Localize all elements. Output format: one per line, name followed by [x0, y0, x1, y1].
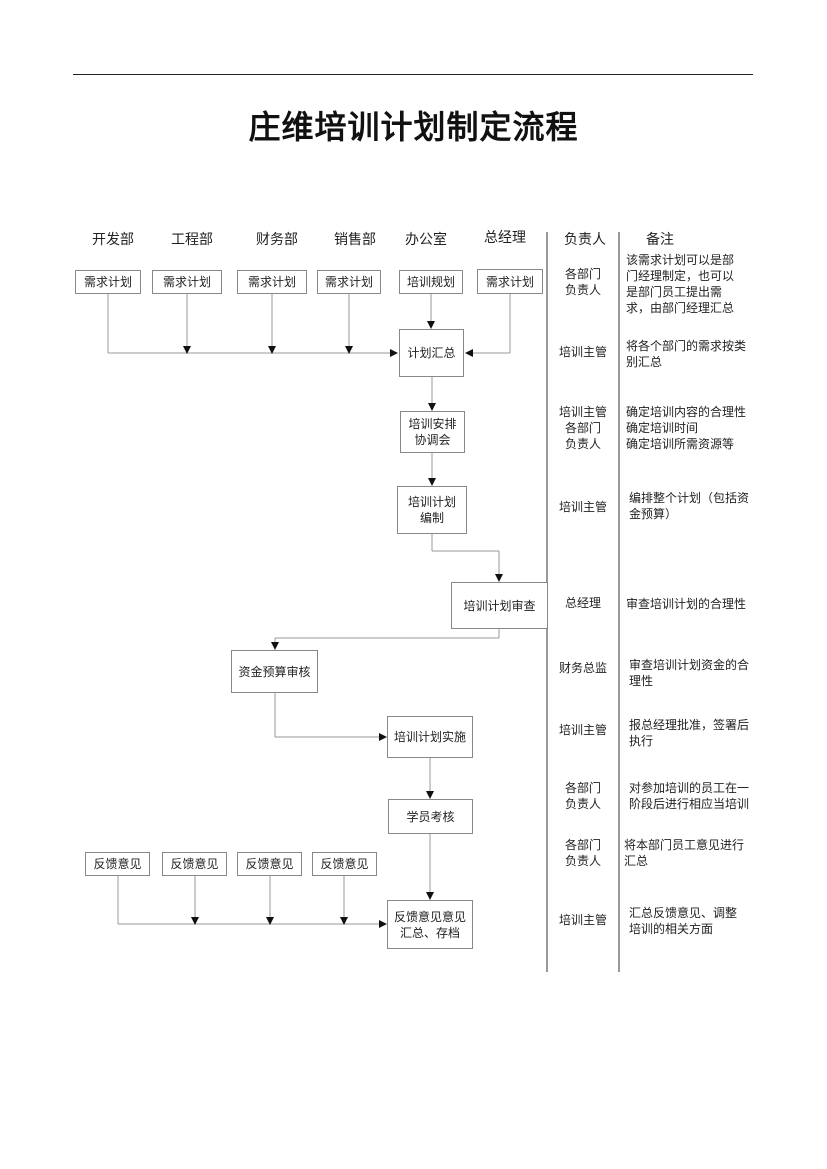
resp-row-10: 培训主管 [558, 913, 607, 927]
header-dept-sales: 销售部 [334, 232, 376, 248]
top-rule [73, 74, 753, 75]
box-plan-compile: 培训计划 编制 [397, 486, 467, 534]
header-dept-eng: 工程部 [171, 232, 213, 248]
resp-row-1: 各部门 负责人 [564, 267, 601, 297]
box-budget-review: 资金预算审核 [231, 650, 318, 693]
note-row-9: 将本部门员工意见进行 汇总 [624, 838, 745, 868]
resp-row-3: 培训主管 各部门 负责人 [558, 405, 607, 451]
resp-row-8: 各部门 负责人 [564, 781, 601, 811]
note-row-6: 审查培训计划资金的合 理性 [629, 658, 750, 688]
box-demand-plan-fin: 需求计划 [237, 270, 307, 294]
header-dept-office: 办公室 [405, 232, 447, 248]
note-row-1: 该需求计划可以是部 门经理制定，也可以 是部门员工提出需 求，由部门经理汇总 [626, 253, 735, 315]
box-feedback-summary: 反馈意见意见 汇总、存档 [387, 900, 473, 949]
resp-row-2: 培训主管 [558, 345, 607, 359]
resp-row-4: 培训主管 [558, 500, 607, 514]
note-row-4: 编排整个计划（包括资 金预算） [629, 491, 750, 521]
box-feedback-2: 反馈意见 [162, 852, 227, 876]
box-trainee-assessment: 学员考核 [388, 799, 473, 834]
header-remarks: 备注 [646, 232, 674, 248]
box-demand-plan-dev: 需求计划 [75, 270, 141, 294]
box-plan-implement: 培训计划实施 [387, 716, 473, 758]
note-row-3: 确定培训内容的合理性 确定培训时间 确定培训所需资源等 [626, 405, 747, 451]
header-gm: 总经理 [484, 230, 526, 246]
box-feedback-1: 反馈意见 [85, 852, 150, 876]
box-feedback-3: 反馈意见 [237, 852, 302, 876]
resp-row-6: 财务总监 [558, 661, 607, 675]
note-row-10: 汇总反馈意见、调整 培训的相关方面 [629, 906, 738, 936]
note-row-5: 审查培训计划的合理性 [626, 597, 747, 611]
header-dept-dev: 开发部 [92, 232, 134, 248]
box-feedback-4: 反馈意见 [312, 852, 377, 876]
box-plan-review: 培训计划审查 [451, 582, 548, 629]
note-row-2: 将各个部门的需求按类 别汇总 [626, 339, 747, 369]
box-demand-plan-eng: 需求计划 [152, 270, 222, 294]
box-demand-plan-gm: 需求计划 [477, 269, 543, 294]
header-responsible: 负责人 [564, 232, 606, 248]
box-training-planning: 培训规划 [399, 270, 463, 294]
resp-row-5: 总经理 [564, 596, 601, 610]
resp-row-9: 各部门 负责人 [564, 838, 601, 868]
box-plan-summary: 计划汇总 [399, 329, 464, 377]
header-dept-fin: 财务部 [256, 232, 298, 248]
page-title: 庄维培训计划制定流程 [248, 108, 579, 146]
box-demand-plan-sales: 需求计划 [317, 270, 381, 294]
box-coordination-meeting: 培训安排 协调会 [400, 411, 465, 453]
note-row-8: 对参加培训的员工在一 阶段后进行相应当培训 [629, 781, 750, 811]
resp-row-7: 培训主管 [558, 723, 607, 737]
note-row-7: 报总经理批准，签署后 执行 [629, 718, 750, 748]
